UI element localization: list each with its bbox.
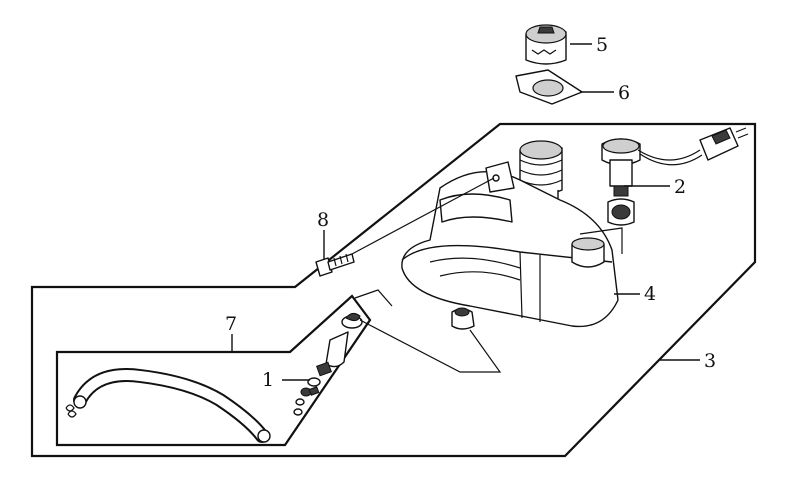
fuel-sender-part-2: [601, 127, 749, 226]
hose-group-boundary-7: [55, 294, 372, 447]
fuel-tank-part-4: [401, 140, 619, 330]
gasket-part-6: [515, 69, 583, 105]
guide-line-valve: [359, 319, 502, 373]
callout-7: 7: [225, 313, 237, 335]
callout-8: 8: [317, 209, 329, 231]
callout-3: 3: [704, 350, 716, 372]
callout-4: 4: [644, 283, 656, 305]
fuel-hose-part-7: [65, 368, 271, 443]
fuel-valve-part-1: [293, 312, 363, 416]
fuel-cap-part-5: [525, 24, 567, 65]
bolt-part-8: [315, 253, 355, 277]
callout-2: 2: [674, 176, 686, 198]
callout-5: 5: [596, 34, 608, 56]
callout-1: 1: [262, 369, 274, 391]
assembly-boundary-3: [30, 122, 757, 458]
guide-line-bolt: [351, 177, 495, 255]
callout-6: 6: [618, 82, 630, 104]
guide-line-valve-box: [354, 289, 393, 307]
guide-line-sender: [579, 227, 623, 254]
